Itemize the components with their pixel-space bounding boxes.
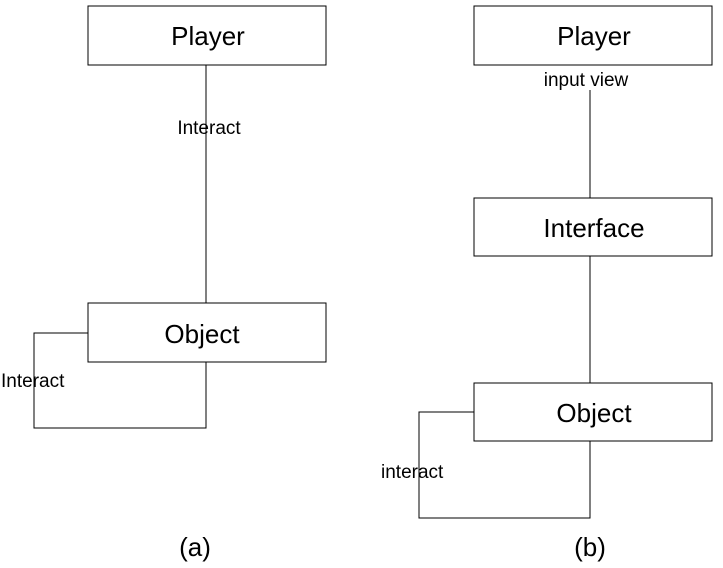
panel-a: Player Object Interact Interact (a) — [1, 5, 327, 562]
edge-label-player-object-a: Interact — [177, 118, 241, 139]
node-player-a: Player — [87, 5, 327, 66]
edge-label-object-self-b: interact — [381, 462, 444, 483]
node-player-b-label: Player — [557, 21, 631, 51]
node-object-b-label: Object — [556, 398, 632, 428]
node-object-a: Object — [87, 302, 327, 363]
node-object-a-label: Object — [164, 319, 240, 349]
edge-object-self-loop-b — [418, 411, 591, 519]
node-interface-b-label: Interface — [543, 213, 644, 243]
node-player-b: Player — [473, 5, 713, 66]
node-object-b: Object — [473, 382, 713, 442]
edge-object-self-loop-a — [33, 332, 207, 429]
panel-b: Player Interface Object input view inter… — [381, 5, 713, 562]
panel-b-caption: (b) — [574, 532, 606, 562]
edge-label-player-interface-b: input view — [544, 70, 629, 91]
node-interface-b: Interface — [473, 197, 713, 257]
node-player-a-label: Player — [171, 21, 245, 51]
panel-a-caption: (a) — [179, 532, 211, 562]
edge-label-object-self-a: Interact — [1, 371, 65, 392]
